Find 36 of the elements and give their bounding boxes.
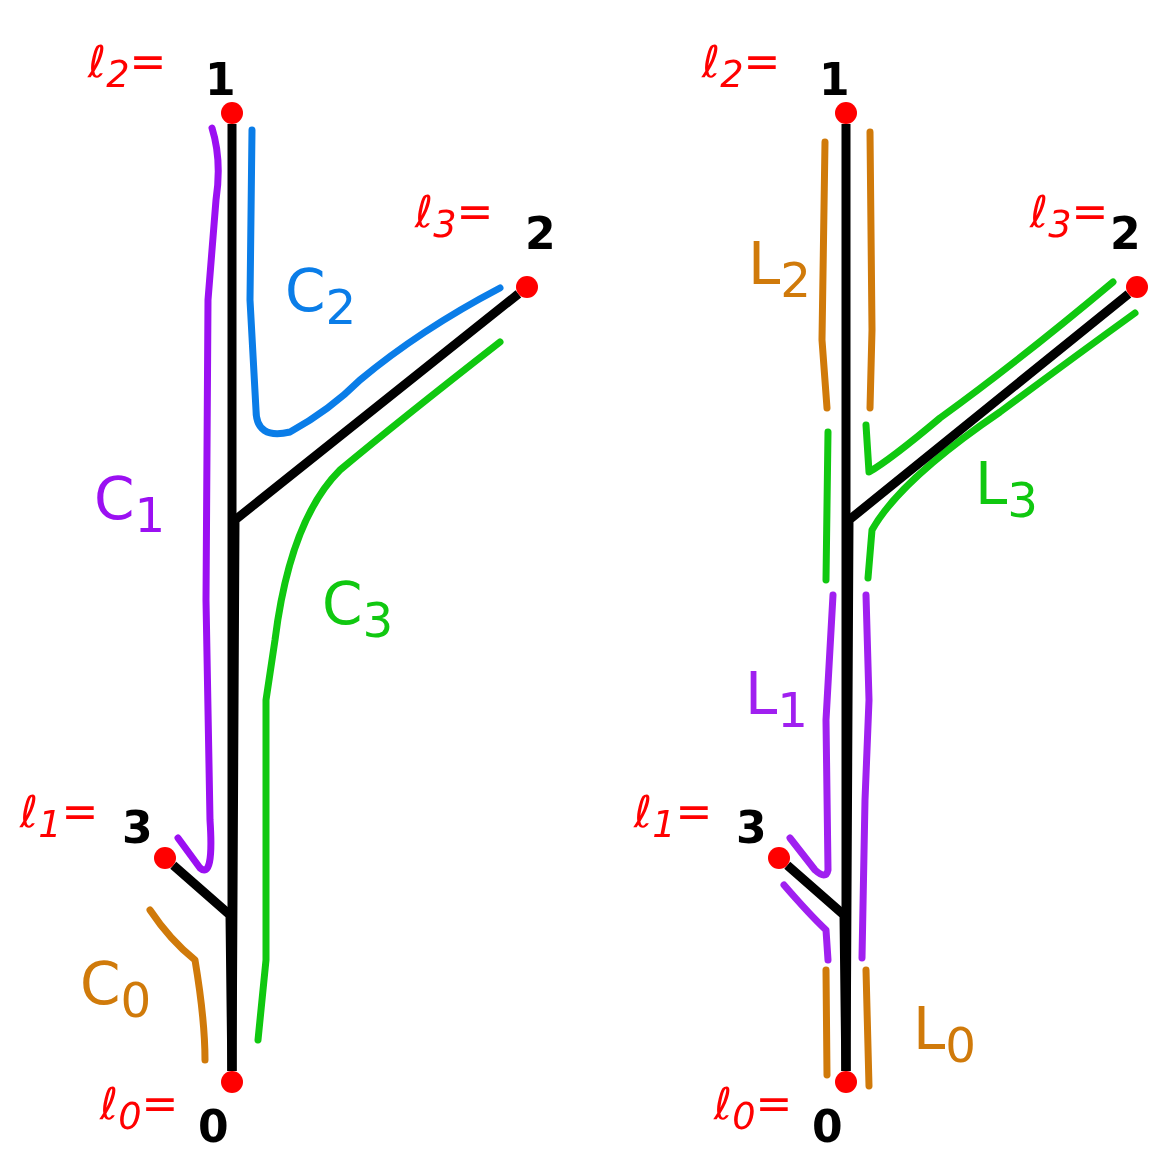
vertex-dot bbox=[516, 276, 538, 298]
tree-branch bbox=[841, 290, 1132, 1072]
vertex-label: ℓ$_{0}$= bbox=[714, 1082, 793, 1136]
curve-label: C$_{2}$ bbox=[285, 262, 357, 331]
vertex-label: ℓ$_{3}$= bbox=[415, 190, 494, 244]
curve-label: C$_{1}$ bbox=[94, 470, 166, 539]
curve-label: C$_{0}$ bbox=[80, 955, 152, 1024]
vertex-dot bbox=[768, 847, 790, 869]
curve-label: L$_{2}$ bbox=[748, 235, 812, 304]
vertex-label: ℓ$_{2}$= bbox=[88, 40, 167, 94]
vertex-label: ℓ$_{1}$= bbox=[634, 790, 713, 844]
vertex-dot bbox=[1126, 276, 1148, 298]
vertex-dot bbox=[221, 102, 243, 124]
vertex-label: ℓ$_{1}$= bbox=[20, 790, 99, 844]
tree-branch bbox=[170, 861, 237, 1072]
vertex-dot bbox=[221, 1071, 243, 1093]
vertex-dot bbox=[154, 847, 176, 869]
vertex-value: 3 bbox=[122, 806, 153, 850]
vertex-value: 0 bbox=[198, 1105, 229, 1149]
vertex-dot bbox=[835, 1071, 857, 1093]
vertex-label: ℓ$_{2}$= bbox=[702, 40, 781, 94]
vertex-value: 2 bbox=[1110, 212, 1141, 256]
vertex-value: 2 bbox=[525, 212, 556, 256]
curve-label: L$_{0}$ bbox=[913, 1000, 977, 1069]
curve-label: L$_{1}$ bbox=[745, 665, 809, 734]
vertex-label: ℓ$_{0}$= bbox=[100, 1082, 179, 1136]
curve-label: L$_{3}$ bbox=[975, 455, 1039, 524]
tree-branch bbox=[227, 290, 522, 1072]
vertex-value: 1 bbox=[819, 58, 850, 102]
vertex-dot bbox=[835, 102, 857, 124]
vertex-label: ℓ$_{3}$= bbox=[1030, 190, 1109, 244]
vertex-value: 3 bbox=[736, 806, 767, 850]
vertex-value: 1 bbox=[205, 58, 236, 102]
tree-branch bbox=[784, 861, 851, 1072]
vertex-value: 0 bbox=[812, 1105, 843, 1149]
curve-label: C$_{3}$ bbox=[322, 575, 394, 644]
